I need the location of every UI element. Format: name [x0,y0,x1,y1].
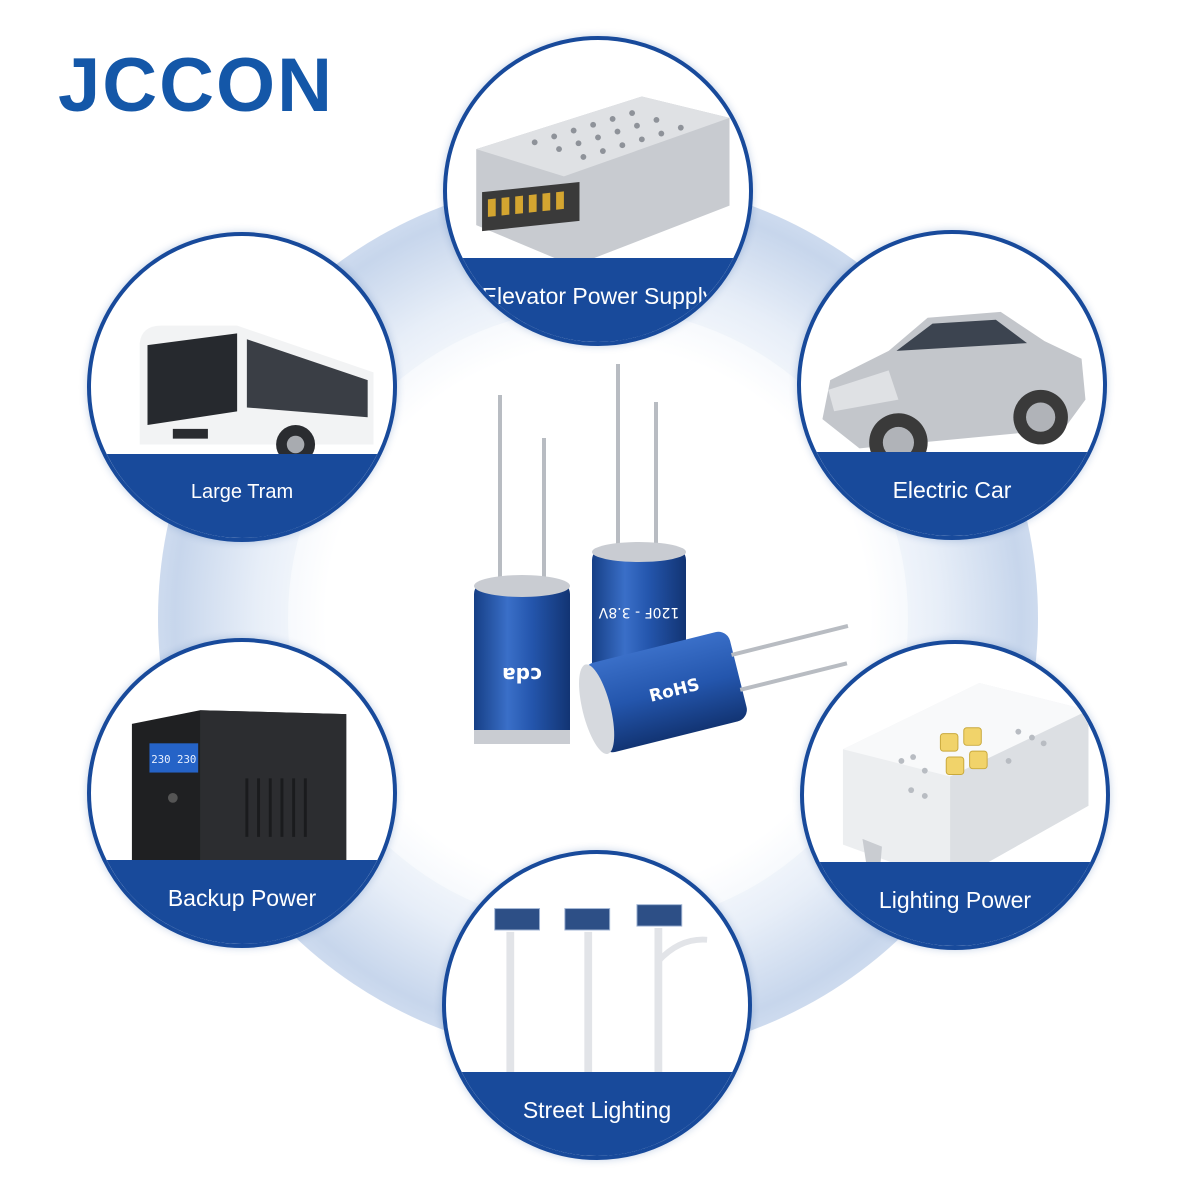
brand-logo: JCCON [58,43,335,128]
application-electric-car: Electric Car [797,230,1107,540]
electric-car-image [822,311,1086,472]
application-elevator-power-supply: Elevator Power Supply [443,36,753,346]
application-label: Street Lighting [446,1072,748,1156]
application-lighting-power: Lighting Power [800,640,1110,950]
switching-power-supply-image [476,96,730,267]
ups-display-readout: 230 230 [151,753,196,766]
supercapacitor-image: cda 120F - 3.8V RoHS [474,364,849,754]
ups-unit-image: 230 230 [131,710,347,896]
capacitor-2-print: 120F - 3.8V [598,604,679,620]
application-label: Elevator Power Supply [447,258,749,342]
capacitor-1-print: cda [502,663,542,687]
application-label: Electric Car [801,452,1103,536]
led-driver-module-image [842,682,1089,884]
application-large-tram: Large Tram [87,232,397,542]
application-label: Large Tram [91,454,393,538]
application-label: Lighting Power [804,862,1106,946]
application-label: Backup Power [91,860,393,944]
electric-bus-image [139,325,374,464]
application-street-lighting: Street Lighting [442,850,752,1160]
application-backup-power: 230 230 Backup Power [87,638,397,948]
